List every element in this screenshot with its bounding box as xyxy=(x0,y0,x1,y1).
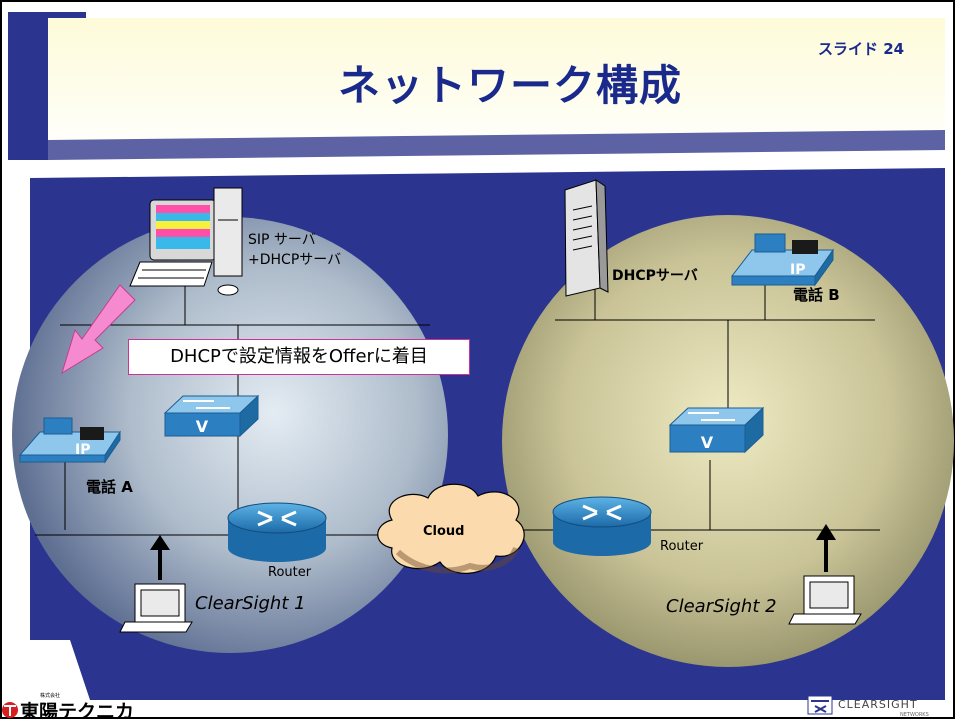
switch-b-icon: V xyxy=(668,406,765,454)
switch-a-letter: V xyxy=(196,417,209,436)
switch-b-letter: V xyxy=(701,433,714,452)
brand-logo-sub: NETWORKS xyxy=(900,712,929,718)
phone-b-label: 電話 B xyxy=(793,286,840,304)
switch-a-icon: V xyxy=(163,394,260,438)
capture-a-label: ClearSight 1 xyxy=(195,593,306,614)
dhcp-offer-arrow xyxy=(61,284,136,375)
phone-a-label: 電話 A xyxy=(86,478,133,496)
phone-b-icon: IP xyxy=(730,233,834,287)
dhcp-server-b-icon xyxy=(564,179,609,297)
router-b-icon xyxy=(552,496,652,556)
title-band-shadow xyxy=(48,130,945,160)
dhcp-offer-callout: DHCPで設定情報をOfferに着目 xyxy=(128,339,470,375)
sip-server-label: SIP サーバ xyxy=(248,232,316,248)
capture-laptop-a-icon xyxy=(119,535,193,633)
dhcp-server-a-label: +DHCPサーバ xyxy=(248,252,342,268)
router-a-label: Router xyxy=(268,565,312,580)
left-accent-bar xyxy=(8,18,48,160)
brand-logo-mark xyxy=(807,695,833,715)
company-logo-mark xyxy=(2,702,18,718)
sip-dhcp-server-icon xyxy=(129,187,243,296)
company-logo: 東陽テクニカ xyxy=(20,701,135,719)
top-accent-bar xyxy=(8,12,86,18)
company-logo-small-text: 株式会社 xyxy=(40,693,61,699)
slide-number: スライド 24 xyxy=(818,40,905,58)
phone-a-icon: IP xyxy=(18,417,121,464)
slide-title: ネットワーク構成 xyxy=(337,61,682,110)
router-a-icon xyxy=(227,502,327,562)
cloud-icon xyxy=(377,483,525,574)
router-b-label: Router xyxy=(660,539,704,554)
dhcp-server-b-label: DHCPサーバ xyxy=(612,268,698,284)
phone-a-ip-letter: IP xyxy=(75,442,90,458)
capture-laptop-b-icon xyxy=(788,524,862,625)
capture-b-label: ClearSight 2 xyxy=(666,596,777,617)
brand-logo: CLEARSIGHT xyxy=(838,698,918,711)
cloud-label: Cloud xyxy=(423,524,465,539)
title-band xyxy=(48,18,945,160)
phone-b-ip-letter: IP xyxy=(790,262,805,278)
